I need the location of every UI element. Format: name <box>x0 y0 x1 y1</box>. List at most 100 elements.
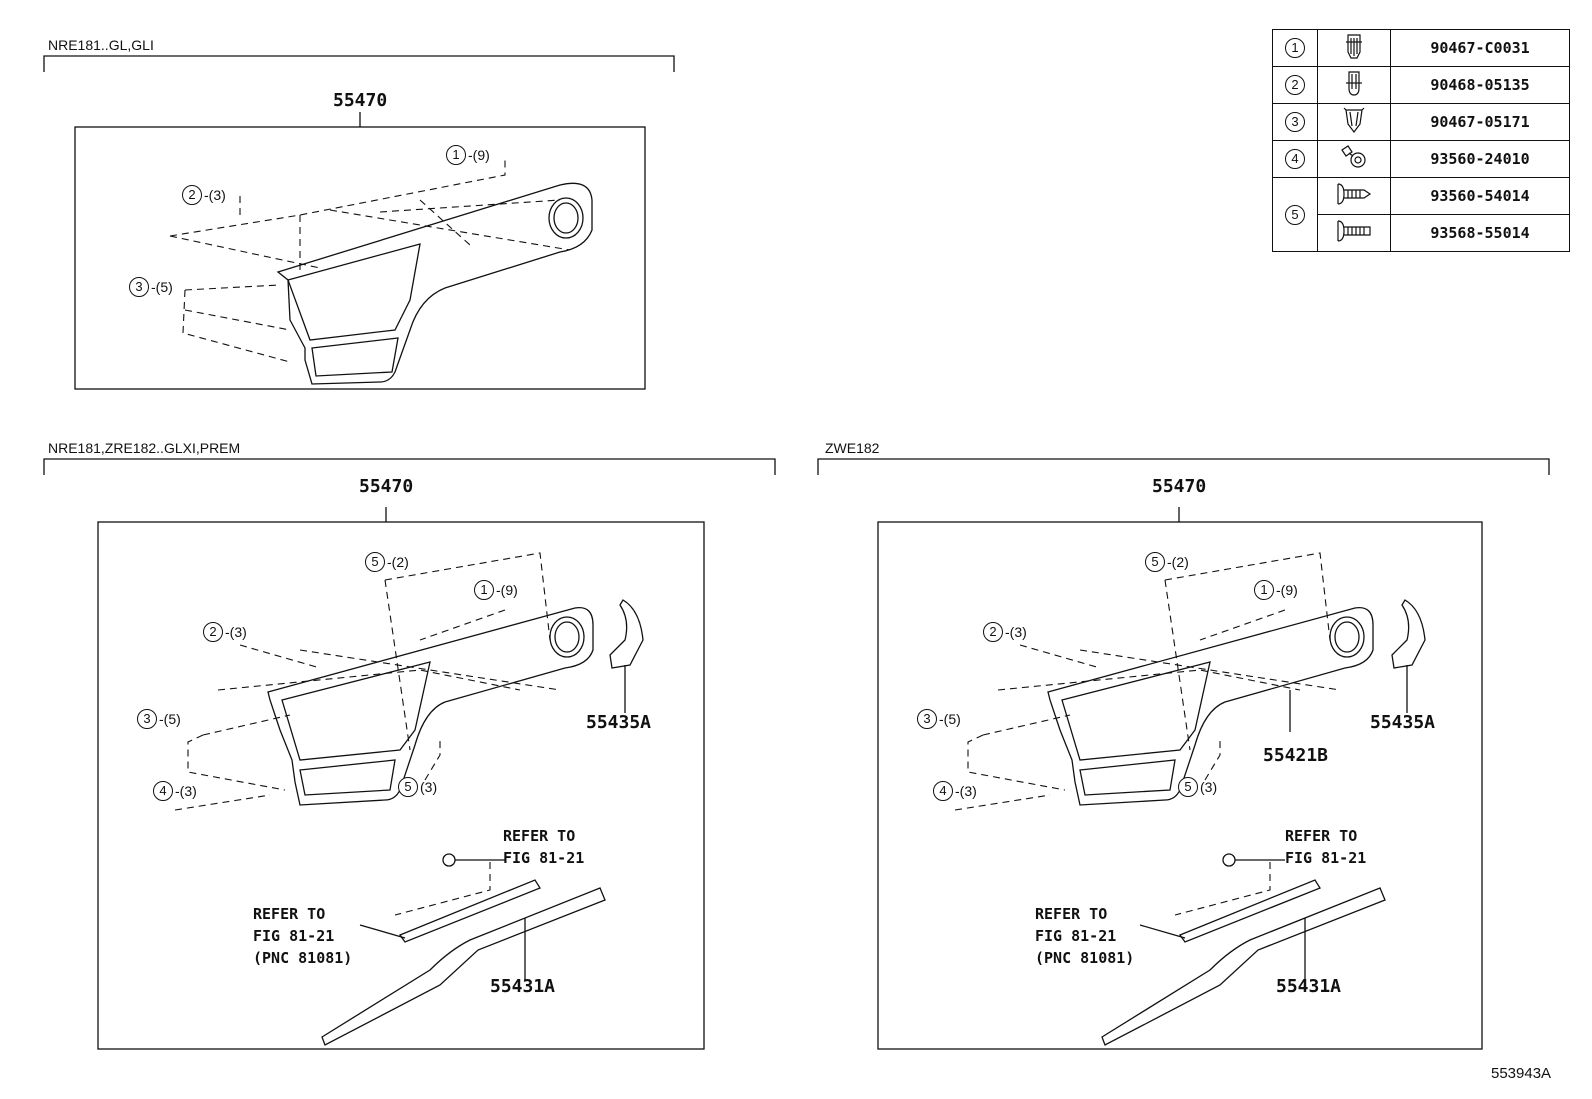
callout-qty: (3) <box>1200 779 1218 795</box>
table-row[interactable]: 5 93560-54014 <box>1272 177 1570 252</box>
part-number-55435a-left[interactable]: 55435A <box>586 712 652 733</box>
callout-circle: 5 <box>1178 777 1198 797</box>
refer-note-upper-left: REFER TO FIG 81-21 <box>503 827 585 867</box>
section-bracket-right <box>817 458 1550 475</box>
bracket-55435a-left <box>609 599 644 669</box>
part-number-55470-right[interactable]: 55470 <box>1152 476 1207 497</box>
callout-2-top[interactable]: 2 -(3) <box>182 185 226 205</box>
callout-4-left[interactable]: 4 -(3) <box>153 781 197 801</box>
callout-5b-left[interactable]: 5 (3) <box>398 777 437 797</box>
callout-5a-right[interactable]: 5 -(2) <box>1145 552 1189 572</box>
callout-qty: -(5) <box>159 711 181 727</box>
part-number-cell[interactable]: 93560-24010 <box>1390 140 1570 178</box>
callout-qty: -(5) <box>939 711 961 727</box>
callout-circle: 1 <box>446 145 466 165</box>
part-number-55435a-right[interactable]: 55435A <box>1370 712 1436 733</box>
callout-qty: -(9) <box>496 582 518 598</box>
part-number-55470-top[interactable]: 55470 <box>333 90 388 111</box>
section-title-left: NRE181,ZRE182..GLXI,PREM <box>48 440 241 456</box>
callout-circle: 2 <box>182 185 202 205</box>
table-row[interactable]: 2 90468-05135 <box>1272 66 1570 104</box>
clip-icon <box>1343 107 1365 133</box>
screw-grommet-icon <box>1341 144 1366 168</box>
part-number-55470-left[interactable]: 55470 <box>359 476 414 497</box>
callout-leaders-top <box>169 160 571 363</box>
callout-qty: -(9) <box>468 147 490 163</box>
frame-top <box>74 126 646 390</box>
tapping-screw-icon <box>1337 182 1372 205</box>
part-number-55431a-right[interactable]: 55431A <box>1276 976 1342 997</box>
callout-qty: -(2) <box>387 554 409 570</box>
part-number-cell[interactable]: 90468-05135 <box>1390 66 1570 104</box>
callout-5a-left[interactable]: 5 -(2) <box>365 552 409 572</box>
trim-panel-top <box>276 182 593 385</box>
callout-3-top[interactable]: 3 -(5) <box>129 277 173 297</box>
callout-qty: -(9) <box>1276 582 1298 598</box>
section-title-top: NRE181..GL,GLI <box>48 37 154 53</box>
table-row[interactable]: 93568-55014 <box>1273 214 1570 252</box>
callout-circle: 4 <box>153 781 173 801</box>
part-number-55431a-left[interactable]: 55431A <box>490 976 556 997</box>
part-number-55421b-right[interactable]: 55421B <box>1263 745 1329 766</box>
callout-2-left[interactable]: 2 -(3) <box>203 622 247 642</box>
frame-right <box>877 521 1483 1050</box>
clip-icon <box>1346 33 1362 59</box>
callout-qty: -(2) <box>1167 554 1189 570</box>
callout-qty: -(3) <box>225 624 247 640</box>
row-number: 4 <box>1285 149 1305 169</box>
callout-1-left[interactable]: 1 -(9) <box>474 580 518 600</box>
table-row[interactable]: 1 90467-C0031 <box>1272 29 1570 67</box>
section-title-right: ZWE182 <box>825 440 880 456</box>
callout-leaders-left <box>174 552 561 916</box>
callout-circle: 1 <box>474 580 494 600</box>
machine-screw-icon <box>1337 219 1371 242</box>
part-number-cell[interactable]: 90467-05171 <box>1390 103 1570 141</box>
part-number-cell[interactable]: 93560-54014 <box>1390 177 1570 215</box>
callout-1-top[interactable]: 1 -(9) <box>446 145 490 165</box>
callout-circle: 2 <box>203 622 223 642</box>
table-row[interactable]: 3 90467-05171 <box>1272 103 1570 141</box>
refer-note-lower-left: REFER TO FIG 81-21 (PNC 81081) <box>253 905 353 967</box>
callout-2-right[interactable]: 2 -(3) <box>983 622 1027 642</box>
callout-1-right[interactable]: 1 -(9) <box>1254 580 1298 600</box>
callout-qty: (3) <box>420 779 438 795</box>
bracket-55435a-right <box>1391 599 1426 669</box>
clip-icon <box>1346 70 1362 96</box>
part-number-cell[interactable]: 93568-55014 <box>1390 214 1570 252</box>
callout-leaders-right <box>954 552 1341 916</box>
callout-qty: -(3) <box>204 187 226 203</box>
part-number-cell[interactable]: 90467-C0031 <box>1390 29 1570 67</box>
table-row[interactable]: 4 93560-24010 <box>1272 140 1570 178</box>
callout-circle: 3 <box>129 277 149 297</box>
refer-note-lower-right: REFER TO FIG 81-21 (PNC 81081) <box>1035 905 1135 967</box>
callout-qty: -(3) <box>175 783 197 799</box>
callout-circle: 5 <box>365 552 385 572</box>
refer-note-upper-right: REFER TO FIG 81-21 <box>1285 827 1367 867</box>
callout-circle: 4 <box>933 781 953 801</box>
callout-circle: 5 <box>398 777 418 797</box>
row-number: 2 <box>1285 75 1305 95</box>
trim-panel-right <box>1047 599 1426 1046</box>
strip-55431a-left <box>321 887 606 1046</box>
fastener-table: 1 90467-C0031 2 90468-05135 3 90467-0517… <box>1272 29 1570 252</box>
row-number: 5 <box>1285 204 1305 225</box>
callout-circle: 5 <box>1145 552 1165 572</box>
row-number: 1 <box>1285 38 1305 58</box>
callout-qty: -(3) <box>1005 624 1027 640</box>
section-bracket-left <box>43 458 776 475</box>
callout-4-right[interactable]: 4 -(3) <box>933 781 977 801</box>
callout-circle: 1 <box>1254 580 1274 600</box>
frame-left <box>97 521 705 1050</box>
callout-3-left[interactable]: 3 -(5) <box>137 709 181 729</box>
callout-qty: -(5) <box>151 279 173 295</box>
callout-circle: 2 <box>983 622 1003 642</box>
callout-5b-right[interactable]: 5 (3) <box>1178 777 1217 797</box>
section-bracket-top <box>43 55 675 72</box>
callout-circle: 3 <box>917 709 937 729</box>
callout-circle: 3 <box>137 709 157 729</box>
trim-panel-left <box>267 599 644 1046</box>
strip-55431a-right <box>1101 887 1386 1046</box>
callout-3-right[interactable]: 3 -(5) <box>917 709 961 729</box>
callout-qty: -(3) <box>955 783 977 799</box>
